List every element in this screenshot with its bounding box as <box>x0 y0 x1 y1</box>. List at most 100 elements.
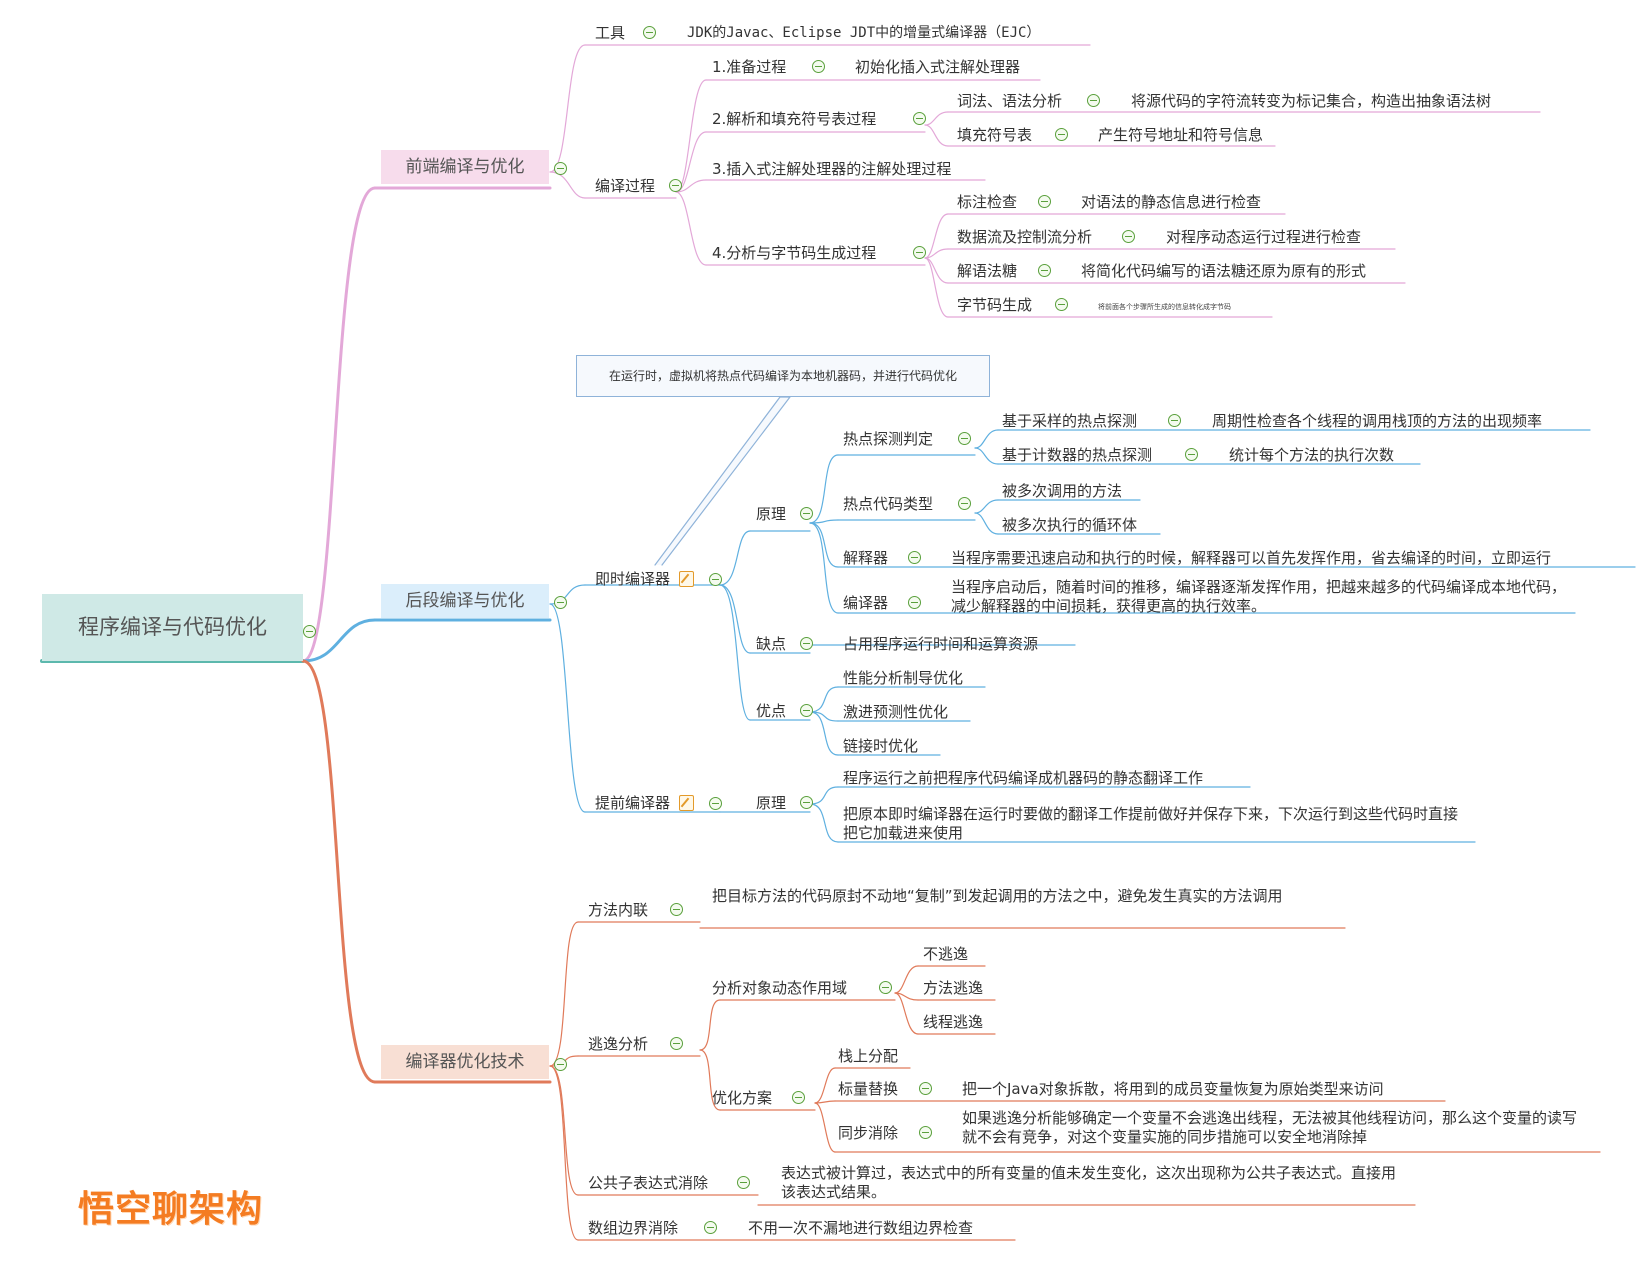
note-icon[interactable] <box>679 795 694 811</box>
note-icon[interactable] <box>679 571 694 587</box>
collapse-icon[interactable] <box>643 26 656 39</box>
node-step2[interactable]: 2.解析和填充符号表过程 <box>712 110 877 128</box>
collapse-icon[interactable] <box>1087 94 1100 107</box>
node-step4[interactable]: 4.分析与字节码生成过程 <box>712 244 877 262</box>
collapse-icon[interactable] <box>669 179 682 192</box>
node-sugar[interactable]: 解语法糖 <box>957 262 1018 280</box>
collapse-icon[interactable] <box>800 704 813 717</box>
node-step1-value[interactable]: 初始化插入式注解处理器 <box>855 58 1021 76</box>
node-bce-value[interactable]: 不用一次不漏地进行数组边界检查 <box>748 1219 974 1237</box>
collapse-icon[interactable] <box>913 112 926 125</box>
node-lex[interactable]: 词法、语法分析 <box>957 92 1063 110</box>
node-plan[interactable]: 优化方案 <box>712 1089 773 1107</box>
branch-back[interactable]: 后段编译与优化 <box>381 584 549 618</box>
node-hot-b[interactable]: 被多次执行的循环体 <box>1002 516 1138 534</box>
node-compile-process[interactable]: 编译过程 <box>595 177 656 195</box>
node-aot[interactable]: 提前编译器 <box>595 794 671 812</box>
collapse-icon[interactable] <box>709 797 722 810</box>
node-inline-value[interactable]: 把目标方法的代码原封不动地“复制”到发起调用的方法之中，避免发生真实的方法调用 <box>712 887 1283 905</box>
collapse-icon[interactable] <box>800 637 813 650</box>
node-step1[interactable]: 1.准备过程 <box>712 58 787 76</box>
node-thread-escape[interactable]: 线程逃逸 <box>923 1013 984 1031</box>
node-dataflow[interactable]: 数据流及控制流分析 <box>957 228 1093 246</box>
collapse-icon[interactable] <box>913 246 926 259</box>
node-symtab-value[interactable]: 产生符号地址和符号信息 <box>1098 126 1264 144</box>
collapse-icon[interactable] <box>554 162 567 175</box>
node-jit-principle[interactable]: 原理 <box>756 505 787 523</box>
node-sync-value[interactable]: 如果逃逸分析能够确定一个变量不会逃逸出线程，无法被其他线程访问，那么这个变量的读… <box>962 1109 1578 1146</box>
node-bytecode-value[interactable]: 将前面各个步骤所生成的信息转化成字节码 <box>1098 303 1231 311</box>
collapse-icon[interactable] <box>1038 195 1051 208</box>
node-lex-value[interactable]: 将源代码的字符流转变为标记集合，构造出抽象语法树 <box>1131 92 1492 110</box>
node-pros-a[interactable]: 性能分析制导优化 <box>843 669 964 687</box>
collapse-icon[interactable] <box>919 1082 932 1095</box>
node-sample-value[interactable]: 周期性检查各个线程的调用栈顶的方法的出现频率 <box>1212 412 1543 430</box>
node-step3[interactable]: 3.插入式注解处理器的注解处理过程 <box>712 160 952 178</box>
collapse-icon[interactable] <box>554 596 567 609</box>
node-annot[interactable]: 标注检查 <box>957 193 1018 211</box>
node-annot-value[interactable]: 对语法的静态信息进行检查 <box>1081 193 1262 211</box>
node-aot-a[interactable]: 程序运行之前把程序代码编译成机器码的静态翻译工作 <box>843 769 1204 787</box>
node-pros-c[interactable]: 链接时优化 <box>843 737 919 755</box>
node-inline[interactable]: 方法内联 <box>588 901 649 919</box>
collapse-icon[interactable] <box>1185 448 1198 461</box>
node-hot-type[interactable]: 热点代码类型 <box>843 495 934 513</box>
node-aot-b[interactable]: 把原本即时编译器在运行时要做的翻译工作提前做好并保存下来，下次运行到这些代码时直… <box>843 805 1459 842</box>
node-cons-value[interactable]: 占用程序运行时间和运算资源 <box>843 635 1039 653</box>
collapse-icon[interactable] <box>792 1091 805 1104</box>
collapse-icon[interactable] <box>670 903 683 916</box>
node-counter[interactable]: 基于计数器的热点探测 <box>1002 446 1153 464</box>
node-method-escape[interactable]: 方法逃逸 <box>923 979 984 997</box>
collapse-icon[interactable] <box>958 432 971 445</box>
node-scope[interactable]: 分析对象动态作用域 <box>712 979 848 997</box>
node-sugar-value[interactable]: 将简化代码编写的语法糖还原为原有的形式 <box>1081 262 1367 280</box>
collapse-icon[interactable] <box>908 596 921 609</box>
node-counter-value[interactable]: 统计每个方法的执行次数 <box>1229 446 1395 464</box>
node-stack-alloc[interactable]: 栈上分配 <box>838 1047 899 1065</box>
collapse-icon[interactable] <box>303 625 316 638</box>
node-pros[interactable]: 优点 <box>756 702 787 720</box>
node-hotspot-detect[interactable]: 热点探测判定 <box>843 430 934 448</box>
node-jit[interactable]: 即时编译器 <box>595 570 671 588</box>
node-cse[interactable]: 公共子表达式消除 <box>588 1174 709 1192</box>
collapse-icon[interactable] <box>800 796 813 809</box>
collapse-icon[interactable] <box>919 1126 932 1139</box>
collapse-icon[interactable] <box>1055 128 1068 141</box>
collapse-icon[interactable] <box>908 551 921 564</box>
collapse-icon[interactable] <box>554 1058 567 1071</box>
collapse-icon[interactable] <box>704 1221 717 1234</box>
node-scalar[interactable]: 标量替换 <box>838 1080 899 1098</box>
node-cons[interactable]: 缺点 <box>756 635 787 653</box>
collapse-icon[interactable] <box>737 1176 750 1189</box>
node-hot-a[interactable]: 被多次调用的方法 <box>1002 482 1123 500</box>
branch-opt[interactable]: 编译器优化技术 <box>381 1045 549 1079</box>
node-tool[interactable]: 工具 <box>595 24 626 42</box>
node-tool-value[interactable]: JDK的Javac、Eclipse JDT中的增量式编译器（EJC） <box>687 25 1041 41</box>
branch-front[interactable]: 前端编译与优化 <box>381 150 549 184</box>
node-compiler[interactable]: 编译器 <box>843 594 889 612</box>
node-compiler-value[interactable]: 当程序启动后，随着时间的推移，编译器逐渐发挥作用，把越来越多的代码编译成本地代码… <box>951 578 1567 615</box>
node-interp[interactable]: 解释器 <box>843 549 889 567</box>
collapse-icon[interactable] <box>812 60 825 73</box>
node-bce[interactable]: 数组边界消除 <box>588 1219 679 1237</box>
node-escape[interactable]: 逃逸分析 <box>588 1035 649 1053</box>
node-symtab[interactable]: 填充符号表 <box>957 126 1033 144</box>
collapse-icon[interactable] <box>879 981 892 994</box>
node-aot-principle[interactable]: 原理 <box>756 794 787 812</box>
collapse-icon[interactable] <box>800 507 813 520</box>
node-no-escape[interactable]: 不逃逸 <box>923 945 969 963</box>
root-node[interactable]: 程序编译与代码优化 <box>42 594 303 661</box>
node-scalar-value[interactable]: 把一个Java对象拆散，将用到的成员变量恢复为原始类型来访问 <box>962 1080 1384 1098</box>
node-pros-b[interactable]: 激进预测性优化 <box>843 703 949 721</box>
node-dataflow-value[interactable]: 对程序动态运行过程进行检查 <box>1166 228 1362 246</box>
node-interp-value[interactable]: 当程序需要迅速启动和执行的时候，解释器可以首先发挥作用，省去编译的时间，立即运行 <box>951 549 1552 567</box>
collapse-icon[interactable] <box>1055 298 1068 311</box>
collapse-icon[interactable] <box>670 1037 683 1050</box>
collapse-icon[interactable] <box>709 573 722 586</box>
node-sync[interactable]: 同步消除 <box>838 1124 899 1142</box>
collapse-icon[interactable] <box>1038 264 1051 277</box>
collapse-icon[interactable] <box>1122 230 1135 243</box>
collapse-icon[interactable] <box>1168 414 1181 427</box>
node-bytecode[interactable]: 字节码生成 <box>957 296 1033 314</box>
node-cse-value[interactable]: 表达式被计算过，表达式中的所有变量的值未发生变化，这次出现称为公共子表达式。直接… <box>781 1164 1397 1201</box>
